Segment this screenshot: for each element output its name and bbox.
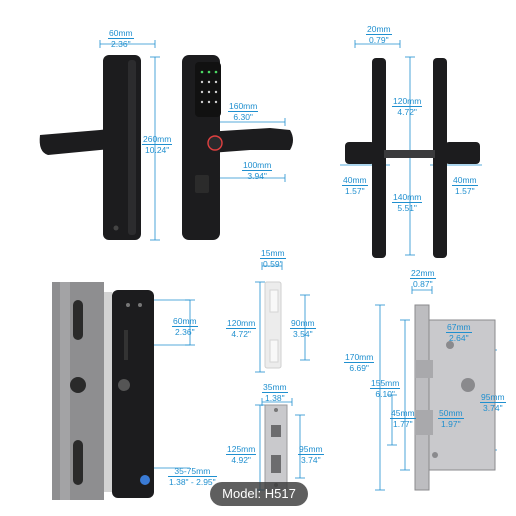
door-thickness-inch: 1.38" - 2.95" (169, 477, 216, 487)
strike-width-mm: 15mm (260, 248, 286, 259)
side-lower-inch: 5.51" (397, 203, 417, 213)
strike-inner-inch: 3.54" (293, 329, 313, 339)
side-thickness-inch: 0.79" (369, 35, 389, 45)
door-thickness-label: 35-75mm 1.38" - 2.95" (168, 466, 217, 487)
plate-height-inch: 4.92" (231, 455, 251, 465)
side-upper-mm: 120mm (392, 96, 423, 107)
side-lower-label: 140mm 5.51" (392, 192, 423, 213)
side-thickness-mm: 20mm (366, 24, 392, 35)
side-handle-left-inch: 1.57" (345, 186, 365, 196)
interior-lock-view (182, 55, 293, 240)
door-mounted-view (52, 282, 154, 500)
mortise-lower-mm: 45mm (390, 408, 416, 419)
side-lower-mm: 140mm (392, 192, 423, 203)
mortise-lower-inch: 1.77" (393, 419, 413, 429)
plate-inner-label: 95mm 3.74" (298, 444, 324, 465)
side-upper-label: 120mm 4.72" (392, 96, 423, 117)
mortise-right-mm: 95mm (480, 392, 506, 403)
mortise-height-mm: 170mm (344, 352, 375, 363)
side-handle-right-label: 40mm 1.57" (452, 175, 478, 196)
model-badge: Model: H517 (210, 482, 308, 506)
strike-inner-label: 90mm 3.54" (290, 318, 316, 339)
back-width-inch: 2.36" (175, 327, 195, 337)
strike-width-label: 15mm 0.59" (260, 248, 286, 269)
mortise-lower-label: 45mm 1.77" (390, 408, 416, 429)
plate-height-label: 125mm 4.92" (226, 444, 257, 465)
strike-width-inch: 0.59" (263, 259, 283, 269)
mortise-depth-label: 67mm 2.64" (446, 322, 472, 343)
lock-width-inch: 2.36" (111, 39, 131, 49)
handle-length-label: 160mm 6.30" (228, 101, 259, 122)
mortise-right-inch: 3.74" (483, 403, 503, 413)
side-handle-left-label: 40mm 1.57" (342, 175, 368, 196)
plate-width-label: 35mm 1.38" (262, 382, 288, 403)
mortise-height-inch: 6.69" (349, 363, 369, 373)
lock-width-mm: 60mm (108, 28, 134, 39)
side-upper-inch: 4.72" (397, 107, 417, 117)
strike-inner-mm: 90mm (290, 318, 316, 329)
backset-inch: 1.97" (441, 419, 461, 429)
panel-to-handle-label: 100mm 3.94" (242, 160, 273, 181)
panel-to-handle-inch: 3.94" (247, 171, 267, 181)
handle-length-mm: 160mm (228, 101, 259, 112)
lock-height-inch: 10.24" (145, 145, 170, 155)
handle-length-inch: 6.30" (233, 112, 253, 122)
plate-inner-inch: 3.74" (301, 455, 321, 465)
backset-mm: 50mm (438, 408, 464, 419)
plate-height-mm: 125mm (226, 444, 257, 455)
mortise-body-mm: 155mm (370, 378, 401, 389)
side-handle-right-inch: 1.57" (455, 186, 475, 196)
mortise-depth-mm: 67mm (446, 322, 472, 333)
back-width-mm: 60mm (172, 316, 198, 327)
side-handle-left-mm: 40mm (342, 175, 368, 186)
strike-plate-view (264, 404, 288, 491)
strike-height-mm: 120mm (226, 318, 257, 329)
exterior-lock-view (39, 55, 141, 240)
plate-width-mm: 35mm (262, 382, 288, 393)
lock-width-label: 60mm 2.36" (108, 28, 134, 49)
lock-height-label: 260mm 10.24" (142, 134, 173, 155)
door-thickness-mm: 35-75mm (168, 466, 217, 477)
mortise-body-inch: 6.10" (375, 389, 395, 399)
mortise-face-inch: 0.87" (413, 279, 433, 289)
mortise-body-label: 155mm 6.10" (370, 378, 401, 399)
panel-to-handle-mm: 100mm (242, 160, 273, 171)
lock-height-mm: 260mm (142, 134, 173, 145)
mortise-face-mm: 22mm (410, 268, 436, 279)
back-width-label: 60mm 2.36" (172, 316, 198, 337)
plate-width-inch: 1.38" (265, 393, 285, 403)
mortise-face-label: 22mm 0.87" (410, 268, 436, 289)
side-thickness-label: 20mm 0.79" (366, 24, 392, 45)
strike-height-inch: 4.72" (231, 329, 251, 339)
mortise-height-label: 170mm 6.69" (344, 352, 375, 373)
side-handle-right-mm: 40mm (452, 175, 478, 186)
side-lock-view (345, 58, 480, 258)
plate-inner-mm: 95mm (298, 444, 324, 455)
strike-box-view (264, 281, 282, 369)
mortise-depth-inch: 2.64" (449, 333, 469, 343)
mortise-body-view (414, 304, 496, 491)
strike-height-label: 120mm 4.72" (226, 318, 257, 339)
mortise-right-label: 95mm 3.74" (480, 392, 506, 413)
backset-label: 50mm 1.97" (438, 408, 464, 429)
